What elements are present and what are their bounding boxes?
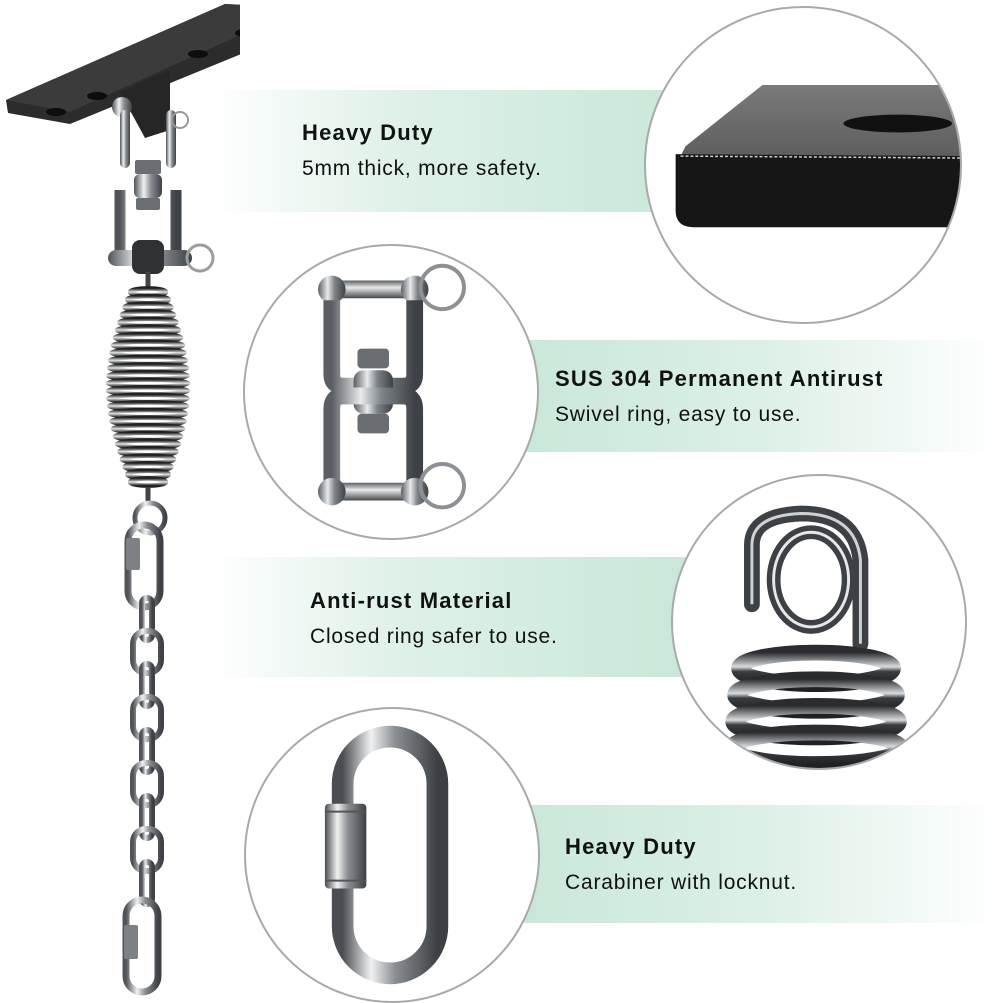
feature-title: Anti-rust Material (310, 588, 513, 613)
feature-band-3 (212, 557, 732, 677)
quick-link-carabiner-image (244, 707, 540, 1003)
feature-3: Anti-rust Material Closed ring safer to … (310, 588, 558, 650)
hanging-kit-assembly-image (6, 4, 240, 996)
feature-description: 5mm thick, more safety. (302, 157, 542, 180)
feature-description: Carabiner with locknut. (565, 871, 797, 894)
feature-description: Closed ring safer to use. (310, 625, 558, 648)
ceiling-mount-plate (6, 4, 240, 138)
feature-title: Heavy Duty (302, 120, 434, 145)
steel-plate-closeup-image (644, 6, 962, 324)
spring-coils (105, 286, 191, 488)
spring-hook-icon (723, 505, 909, 768)
swivel-shackle (108, 97, 215, 274)
feature-1: Heavy Duty 5mm thick, more safety. (302, 120, 542, 182)
feature-2: SUS 304 Permanent Antirust Swivel ring, … (555, 366, 884, 428)
chain (122, 488, 168, 996)
carabiner-icon (324, 725, 449, 985)
feature-4: Heavy Duty Carabiner with locknut. (565, 834, 797, 896)
feature-title: Heavy Duty (565, 834, 697, 859)
feature-description: Swivel ring, easy to use. (555, 403, 802, 426)
feature-band-2 (470, 340, 1000, 452)
swivel-shackle-icon (318, 263, 466, 510)
feature-band-4 (470, 805, 1000, 923)
spring-hook-closeup-image (671, 474, 967, 770)
swivel-shackle-image (243, 244, 539, 540)
feature-title: SUS 304 Permanent Antirust (555, 366, 884, 391)
steel-plate-icon (675, 85, 960, 228)
